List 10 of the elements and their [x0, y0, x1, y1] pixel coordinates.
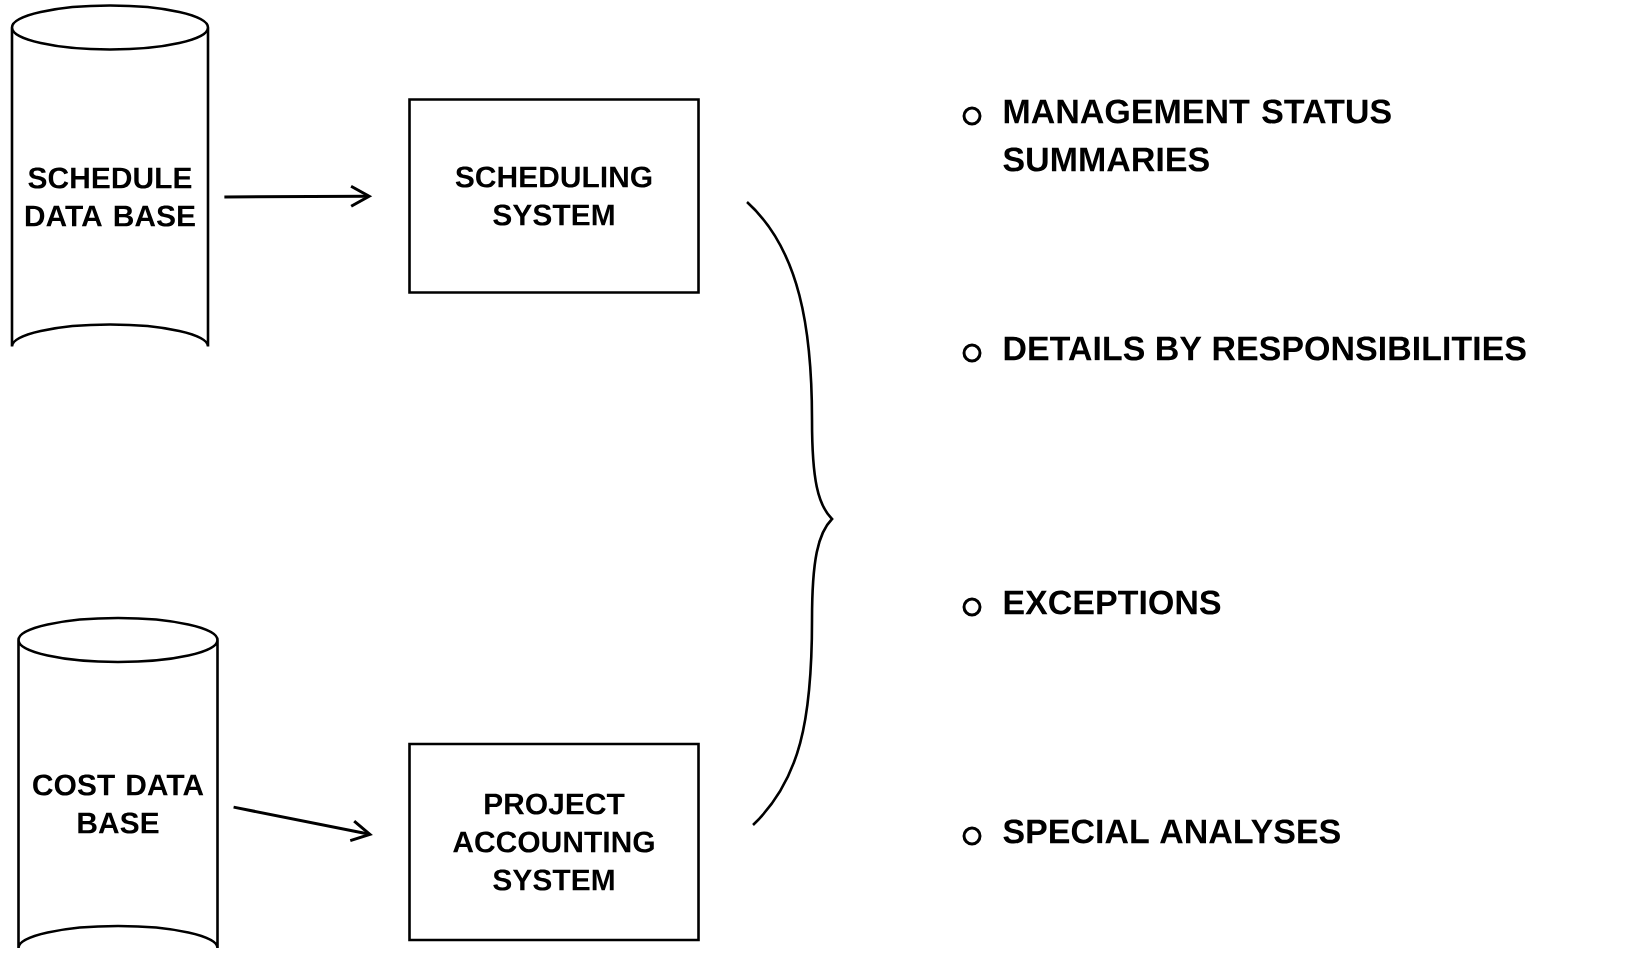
arrow — [233, 805, 373, 843]
process-box: SCHEDULING SYSTEM — [408, 98, 700, 294]
database-cylinder: SCHEDULE DATA BASE — [10, 4, 210, 348]
database-cylinder: COST DATA BASE — [17, 616, 219, 950]
process-box: PROJECT ACCOUNTING SYSTEM — [408, 742, 700, 942]
arrow — [224, 184, 373, 208]
list-item: DETAILS BY RESPONSIBILITIES — [1004, 336, 1526, 361]
list-item: SPECIAL ANALYSES — [1003, 819, 1340, 844]
list-item: MANAGEMENT STATUS SUMMARIES — [1003, 99, 1391, 172]
list-item: EXCEPTIONS — [1004, 590, 1221, 615]
